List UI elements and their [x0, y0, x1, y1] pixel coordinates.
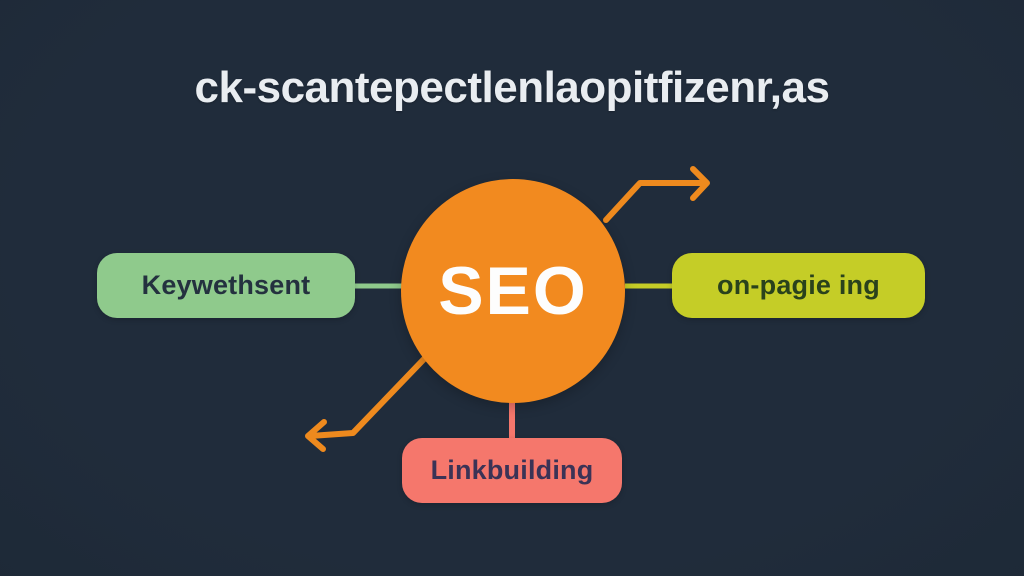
diagram-title: ck-scantepectlenlaopitfizenr,as: [194, 63, 830, 112]
arrow-down-left: [305, 355, 428, 452]
node-linkbuilding: Linkbuilding: [402, 438, 622, 503]
node-keywethsent-label: Keywethsent: [141, 270, 311, 300]
node-on-pagie-ing-label: on-pagie ing: [717, 270, 880, 300]
node-on-pagie-ing: on-pagie ing: [672, 253, 925, 318]
seo-center-label: SEO: [438, 253, 588, 329]
arrow-up-right: [603, 166, 710, 223]
seo-center-circle: SEO: [401, 179, 625, 403]
node-linkbuilding-label: Linkbuilding: [430, 455, 594, 485]
node-keywethsent: Keywethsent: [97, 253, 355, 318]
